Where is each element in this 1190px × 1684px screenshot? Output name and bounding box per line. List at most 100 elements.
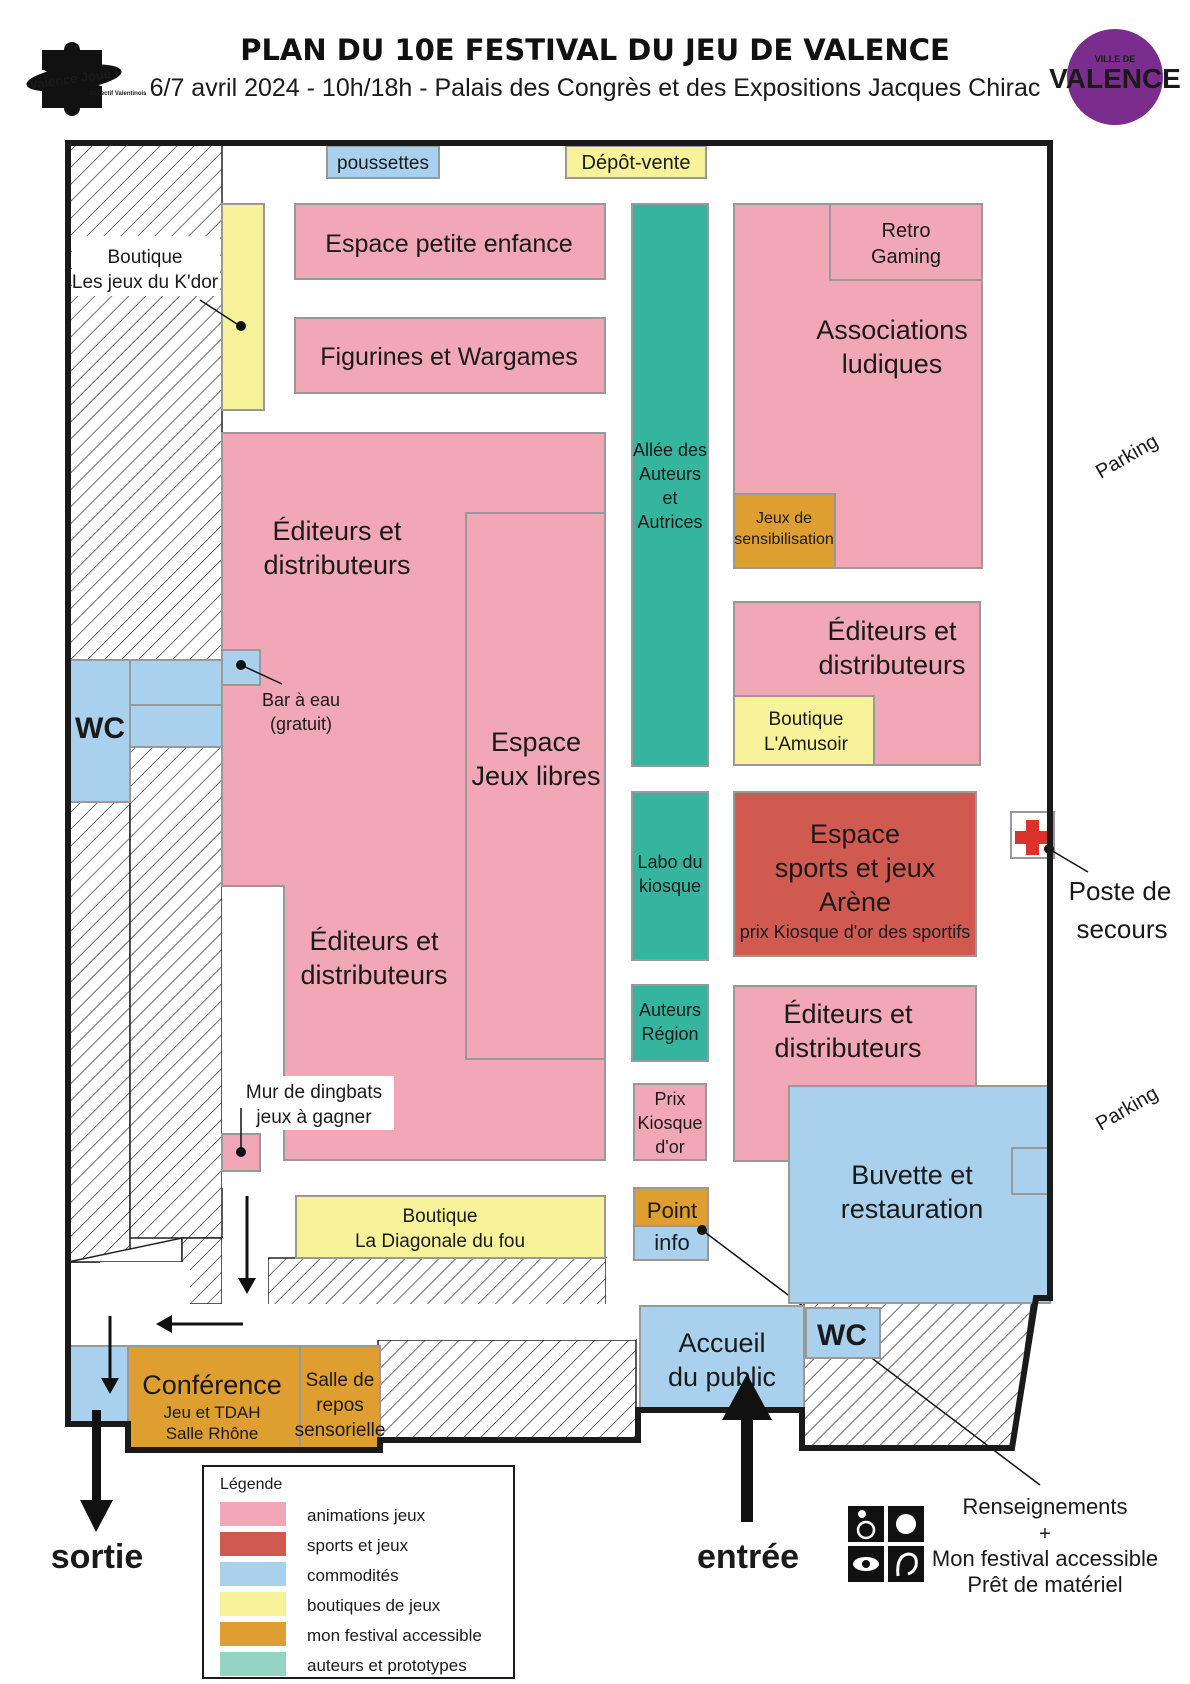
zone-bar-eau-label-1: Bar à eau	[262, 690, 340, 710]
zone-boutique-amusoir-label-1: Boutique	[768, 709, 843, 730]
zone-auteurs-region-label-1: Auteurs	[639, 1000, 701, 1020]
building-outline	[65, 140, 1053, 1453]
legend-title: Légende	[220, 1476, 282, 1493]
zone-boutique-amusoir-label-2: L'Amusoir	[764, 734, 849, 755]
zone-boutique-diagonale	[295, 1195, 606, 1259]
zone-editeurs-4-label-1: Éditeurs et	[783, 999, 913, 1029]
zone-associations-label-1: Associations	[816, 315, 968, 345]
zone-point-info-top	[633, 1187, 709, 1227]
logo-right-big: VALENCE	[1049, 63, 1181, 94]
legend-swatch	[220, 1622, 286, 1646]
zone-retro-gaming	[829, 203, 983, 281]
legend-label: auteurs et prototypes	[307, 1656, 467, 1675]
zone-buvette-label-1: Buvette et	[851, 1160, 973, 1190]
zone-editeurs-4-label-2: distributeurs	[774, 1033, 921, 1063]
zone-labo-label-2: kiosque	[639, 876, 701, 896]
zone-editeurs-2-label-1: Éditeurs et	[309, 926, 439, 956]
zone-jeux-sensibilisation-label-2: sensibilisation	[734, 531, 834, 548]
hatched-zones	[67, 144, 1033, 1447]
zone-conference-sub-2: Salle Rhône	[166, 1424, 259, 1443]
zone-conference-label: Conférence	[142, 1370, 282, 1400]
zone-point-info-bottom	[633, 1225, 709, 1261]
zone-wc-right	[805, 1307, 881, 1359]
first-aid-cross-icon	[1015, 820, 1050, 855]
zone-wc-right-label: WC	[817, 1319, 867, 1352]
logo-left-subtext: Collectif Valentinois	[89, 91, 147, 97]
logo-ville-de-valence: VILLE DE VALENCE	[1049, 29, 1181, 125]
zone-labo-kiosque	[631, 791, 709, 961]
zone-editeurs-1-label-1: Éditeurs et	[272, 516, 402, 546]
zone-boutique-kdor-label-1: Boutique	[107, 247, 182, 268]
zone-poussettes	[326, 145, 440, 179]
zone-figurines-label: Figurines et Wargames	[320, 343, 578, 371]
zone-editeurs-1-label-2: distributeurs	[263, 550, 410, 580]
zone-salle-repos	[299, 1345, 381, 1451]
page-title: PLAN DU 10E FESTIVAL DU JEU DE VALENCE	[240, 33, 950, 67]
legend-swatch	[220, 1532, 286, 1556]
zone-conference-sub-1: Jeu et TDAH	[163, 1403, 260, 1422]
zone-buvette	[788, 1085, 1051, 1304]
legend-swatch	[220, 1592, 286, 1616]
zone-auteurs-region-label-2: Région	[641, 1024, 698, 1044]
zone-allee-label-2: Auteurs	[639, 464, 701, 484]
legend-label: boutiques de jeux	[307, 1596, 441, 1615]
renseignements-label-2: +	[1039, 1523, 1051, 1545]
sortie-label: sortie	[51, 1538, 144, 1576]
legend-label: commodités	[307, 1566, 399, 1585]
zone-boutique-diagonale-label-2: La Diagonale du fou	[355, 1231, 525, 1252]
zone-jeux-libres-label-1: Espace	[491, 727, 581, 757]
zone-associations-label-2: ludiques	[842, 349, 943, 379]
poste-secours-label-2: secours	[1076, 914, 1167, 944]
renseignements-label-1: Renseignements	[962, 1494, 1127, 1519]
zone-auteurs-region	[631, 984, 709, 1062]
poste-secours-label-1: Poste de	[1069, 876, 1172, 906]
renseignements-label-3: Mon festival accessible	[932, 1546, 1158, 1571]
zone-prix-kiosque-label-3: d'or	[655, 1137, 684, 1157]
zone-editeurs-2-label-2: distributeurs	[300, 960, 447, 990]
zone-jeux-sensibilisation	[733, 493, 836, 569]
zone-arene-sublabel: prix Kiosque d'or des sportifs	[740, 922, 971, 942]
zone-mur-dingbats-label-2: jeux à gagner	[255, 1107, 372, 1128]
zone-point-info-label-2: info	[654, 1230, 689, 1255]
legend-swatch	[220, 1652, 286, 1676]
entry-arrow	[722, 1374, 772, 1522]
zone-allee-auteurs	[631, 203, 709, 767]
zone-editeurs-3-label-2: distributeurs	[818, 650, 965, 680]
wheelchair-icon	[848, 1506, 884, 1542]
zone-allee-label-3: et	[662, 488, 677, 508]
zone-allee-label-1: Allée des	[633, 440, 707, 460]
zone-retro-label-1: Retro	[882, 220, 931, 242]
zone-salle-repos-label-1: Salle de	[306, 1370, 375, 1391]
zone-poussettes-label: poussettes	[337, 153, 429, 174]
logo-right-small: VILLE DE	[1095, 54, 1136, 64]
zone-wc-left	[67, 659, 131, 803]
zone-accueil-label-2: du public	[668, 1362, 776, 1392]
zone-mur-dingbats-label-1: Mur de dingbats	[246, 1082, 382, 1103]
logo-valence-joue: Valence Joue ! Collectif Valentinois	[26, 42, 147, 116]
zone-depot-vente-label: Dépôt-vente	[582, 152, 691, 174]
zone-boutique-kdor	[221, 203, 265, 411]
zone-allee-label-4: Autrices	[637, 512, 702, 532]
zone-prix-kiosque-label-2: Kiosque	[637, 1113, 702, 1133]
zone-boutique-diagonale-label-1: Boutique	[402, 1206, 477, 1227]
zone-jeux-libres-label-2: Jeux libres	[471, 761, 600, 791]
hearing-impairment-icon	[888, 1546, 924, 1582]
zone-boutique-amusoir	[733, 695, 875, 766]
zone-arene	[733, 791, 977, 957]
zone-bar-eau-label-2: (gratuit)	[270, 714, 332, 734]
legend-label: animations jeux	[307, 1506, 426, 1525]
zone-arene-label-1: Espace	[810, 819, 900, 849]
zone-salle-repos-label-2: repos	[316, 1395, 364, 1416]
zone-prix-kiosque	[633, 1083, 707, 1161]
legend-swatch	[220, 1502, 286, 1526]
parking-label-1: Parking	[1092, 430, 1162, 483]
legend-swatch	[220, 1562, 286, 1586]
zone-labo-label-1: Labo du	[637, 852, 702, 872]
entree-label: entrée	[697, 1538, 799, 1576]
zone-wc-left-label: WC	[75, 712, 125, 745]
zone-editeurs-3-label-1: Éditeurs et	[827, 616, 957, 646]
zone-figurines	[294, 317, 606, 394]
zone-accueil-label-1: Accueil	[678, 1328, 765, 1358]
